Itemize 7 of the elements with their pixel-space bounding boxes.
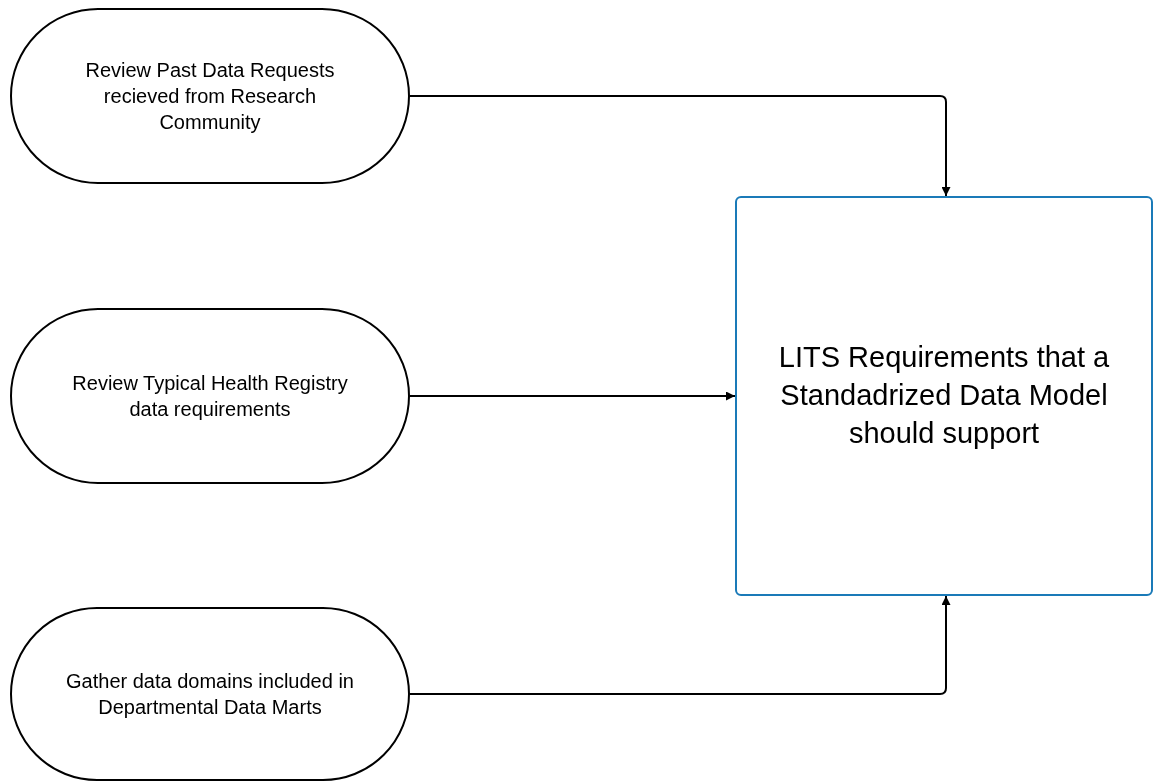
arrow <box>409 391 736 401</box>
process-box: LITS Requirements that a Standadrized Data Model should support <box>735 196 1153 596</box>
arrow <box>409 595 951 695</box>
terminator-shape: Review Typical Health Registry data requirements <box>10 308 410 484</box>
terminator-shape: Review Past Data Requests recieved from Research Community <box>10 8 410 184</box>
terminator-shape: Gather data domains included in Departmental Data Marts <box>10 607 410 781</box>
arrow <box>409 95 951 197</box>
